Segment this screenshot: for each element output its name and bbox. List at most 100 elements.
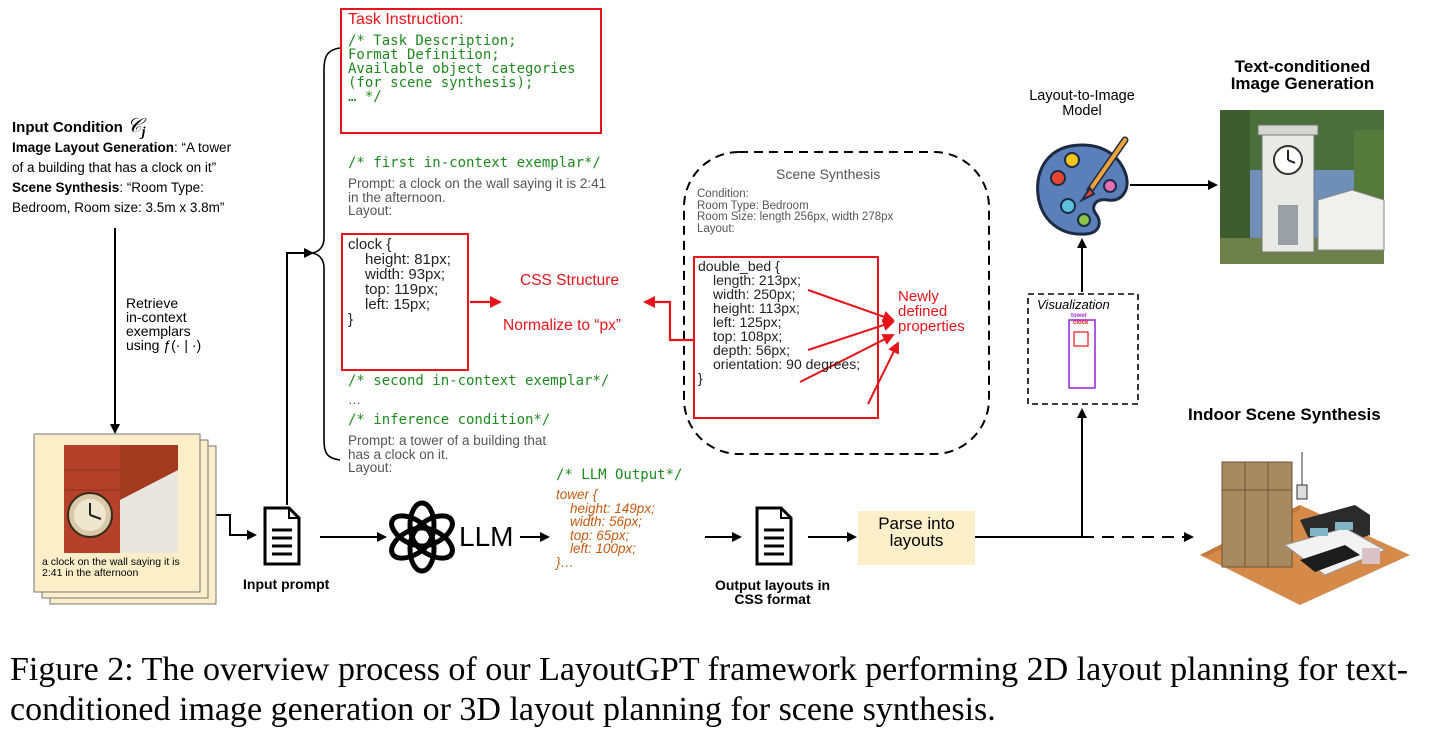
input-condition-symbol: 𝒞 xyxy=(126,115,142,137)
condition-line-4: Bedroom, Room size: 3.5m x 3.8m” xyxy=(12,200,225,215)
condition-line-3-rest: : “Room Type: xyxy=(119,180,204,195)
llm-output-line-6: }… xyxy=(556,554,575,570)
exemplar1-prompt: Prompt: a clock on the wall saying it is… xyxy=(348,177,606,218)
exemplar-ellipsis: … xyxy=(348,392,361,407)
arrow-prompt-to-brace xyxy=(286,248,314,505)
task-line-5: … */ xyxy=(348,89,382,105)
photo-caption-line-1: a clock on the wall saying it is xyxy=(42,556,180,568)
llm-output-line-5: left: 100px; xyxy=(570,541,637,556)
css-line-6: } xyxy=(348,311,354,328)
task-line-3: Available object categories xyxy=(348,61,576,77)
newly-defined-label: Newly defined properties xyxy=(898,289,965,334)
scene-css-line-8: orientation: 90 degrees; xyxy=(713,356,861,372)
scene-css-line-2: length: 213px; xyxy=(713,272,801,288)
task-instruction-title: Task Instruction: xyxy=(348,11,464,28)
indoor-scene-title: Indoor Scene Synthesis xyxy=(1188,405,1381,424)
scene-condition-label: Condition: xyxy=(697,188,749,200)
task-line-1: /* Task Description; xyxy=(348,33,517,49)
scene-css-line-9: } xyxy=(698,370,703,386)
scene-css: double_bed { length: 213px; width: 250px… xyxy=(698,259,860,385)
vis-clock-label: clock xyxy=(1073,320,1089,326)
inference-comment: /* inference condition*/ xyxy=(348,412,551,428)
inference-prompt-2: has a clock on it. xyxy=(348,446,449,462)
exemplar1-prompt-2: in the afternoon. xyxy=(348,189,446,205)
retrieve-line-2: in-context xyxy=(126,309,187,325)
output-layouts-line-1: Output layouts in xyxy=(714,577,831,593)
scene-synthesis-box xyxy=(683,151,990,455)
palette-icon xyxy=(1036,136,1129,236)
llm-output-line-4: top: 65px; xyxy=(570,527,630,543)
llm-label: LLM xyxy=(459,521,514,552)
scene-css-line-7: depth: 56px; xyxy=(713,342,791,358)
llm-output-line-1: tower { xyxy=(556,487,598,502)
input-condition-subscript: j xyxy=(141,125,146,140)
scene-synthesis-title: Scene Synthesis xyxy=(776,166,881,182)
retrieve-line-3: exemplars xyxy=(126,323,191,339)
task-line-2: Format Definition; xyxy=(348,47,500,63)
normalize-label: Normalize to “px” xyxy=(503,317,621,334)
visualization-box xyxy=(1027,293,1139,405)
task-instruction-body: /* Task Description; Format Definition; … xyxy=(348,34,576,104)
condition-line-3: Scene Synthesis: “Room Type: xyxy=(12,181,204,195)
arrow-parse-to-vis xyxy=(975,408,1087,538)
figure-caption: Figure 2: The overview process of our La… xyxy=(10,651,1409,728)
css-line-5: left: 15px; xyxy=(365,296,431,313)
inference-prompt: Prompt: a tower of a building that has a… xyxy=(348,434,546,475)
scene-condition: Condition: Room Type: Bedroom Room Size:… xyxy=(697,188,894,235)
css-line-4: top: 119px; xyxy=(365,281,439,298)
scene-synthesis-label: Scene Synthesis xyxy=(12,180,120,195)
scene-css-line-1: double_bed { xyxy=(698,258,780,274)
condition-line-1: Image Layout Generation: “A tower xyxy=(12,141,231,155)
text-conditioned-line-2: Image Generation xyxy=(1230,74,1375,93)
llm-output-line-3: width: 56px; xyxy=(570,514,643,529)
llm-output-comment: /* LLM Output*/ xyxy=(556,467,683,483)
scene-room-type: Room Type: Bedroom xyxy=(697,199,809,212)
scene-css-line-5: left: 125px; xyxy=(713,314,782,330)
parse-line-2: layouts xyxy=(889,531,944,550)
parse-line-1: Parse into xyxy=(878,514,955,533)
text-conditioned-title: Text-conditioned Image Generation xyxy=(1195,58,1410,92)
layout-to-image-line-2: Model xyxy=(1062,102,1102,119)
newly-line-3: properties xyxy=(898,318,965,335)
input-prompt-label: Input prompt xyxy=(243,576,330,592)
generated-clock-tower-image xyxy=(1220,110,1385,264)
scene-css-box xyxy=(693,256,879,419)
image-layout-generation-label: Image Layout Generation xyxy=(12,140,175,155)
arrow-to-normalize xyxy=(643,296,693,342)
task-line-4: (for scene synthesis); xyxy=(348,75,534,91)
scene-css-line-6: top: 108px; xyxy=(713,328,783,344)
newly-line-2: defined xyxy=(898,303,948,320)
newly-line-1: Newly xyxy=(898,288,939,305)
css-structure-label: CSS Structure xyxy=(520,272,620,289)
vis-tower-label: tower xyxy=(1071,313,1088,319)
input-condition-title: Input Condition 𝒞j xyxy=(12,116,145,140)
arrow-orientation-to-new xyxy=(867,341,899,405)
layout-to-image-label: Layout-to-Image Model xyxy=(1012,89,1152,118)
scene-layout-label: Layout: xyxy=(697,222,735,235)
vis-tower-rect xyxy=(1068,319,1096,389)
retrieve-line-4: using ƒ(· | ·) xyxy=(126,337,202,353)
prompt-brace xyxy=(311,47,341,461)
css-line-2: height: 81px; xyxy=(365,251,451,268)
task-instruction-box xyxy=(340,8,602,134)
scene-room-size: Room Size: length 256px, width 278px xyxy=(697,211,894,223)
clock-tower-photo xyxy=(64,445,178,553)
text-conditioned-line-1: Text-conditioned xyxy=(1234,57,1371,76)
input-condition-label: Input Condition xyxy=(12,119,123,136)
exemplar2-comment: /* second in-context exemplar*/ xyxy=(348,373,610,389)
exemplar1-css: clock { height: 81px; width: 93px; top: … xyxy=(348,237,451,327)
openai-logo-icon xyxy=(389,500,455,574)
arrow-photo-to-prompt xyxy=(208,514,257,540)
indoor-scene-render xyxy=(1200,452,1410,605)
retrieve-line-1: Retrieve xyxy=(126,295,179,311)
exemplar1-comment: /* first in-context exemplar*/ xyxy=(348,155,601,171)
llm-output-css: tower { height: 149px; width: 56px; top:… xyxy=(556,488,655,569)
condition-line-1-rest: : “A tower xyxy=(174,140,232,155)
photo-caption-line-2: 2:41 in the afternoon xyxy=(42,566,139,579)
llm-output-line-2: height: 149px; xyxy=(570,500,655,516)
css-structure-box xyxy=(341,233,469,371)
parse-into-layouts-box: Parse into layouts xyxy=(858,511,975,565)
output-layouts-line-2: CSS format xyxy=(734,591,811,607)
exemplar1-layout-label: Layout: xyxy=(348,203,393,218)
